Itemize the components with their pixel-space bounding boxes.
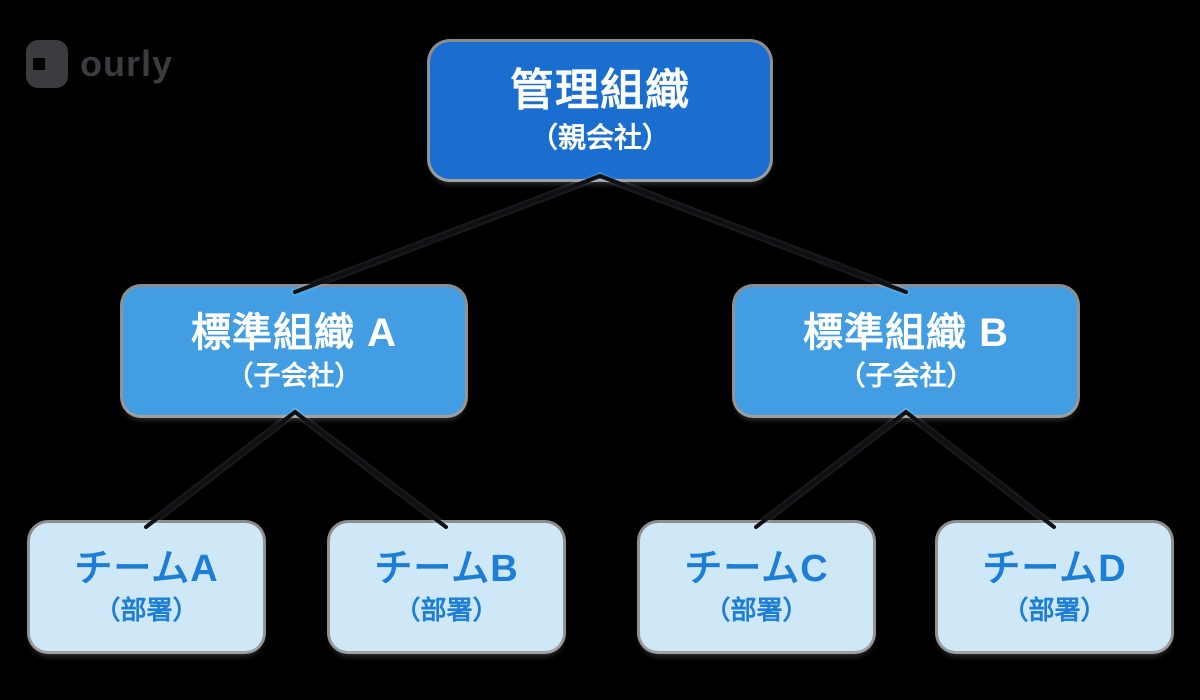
org-node-title: 標準組織 B xyxy=(803,310,1009,355)
org-node-title: チームB xyxy=(374,547,519,590)
org-node-subtitle: （子会社） xyxy=(838,360,974,391)
org-node-team-c: チームC （部署） xyxy=(640,523,873,651)
org-node-subtitle: （部署） xyxy=(1002,595,1107,626)
brand-logo-text: ourly xyxy=(80,43,174,84)
org-node-title: 管理組織 xyxy=(510,66,690,116)
org-node-title: チームA xyxy=(74,547,219,590)
org-node-subtitle: （子会社） xyxy=(226,360,362,391)
org-node-title: チームD xyxy=(982,547,1127,590)
brand-logo-icon-hole xyxy=(33,58,45,70)
org-node-subtitle: （部署） xyxy=(704,595,809,626)
brand-logo-icon xyxy=(26,40,68,88)
org-node-title: チームC xyxy=(684,547,829,590)
org-node-standard-b: 標準組織 B （子会社） xyxy=(735,287,1077,415)
org-node-standard-a: 標準組織 A （子会社） xyxy=(123,287,465,415)
org-node-subtitle: （部署） xyxy=(94,595,199,626)
org-node-root: 管理組織 （親会社） xyxy=(430,42,770,179)
brand-logo: ourly xyxy=(26,40,173,88)
org-node-team-a: チームA （部署） xyxy=(30,523,263,651)
org-node-team-b: チームB （部署） xyxy=(330,523,563,651)
org-node-subtitle: （親会社） xyxy=(529,122,670,153)
org-node-title: 標準組織 A xyxy=(191,310,397,355)
org-node-team-d: チームD （部署） xyxy=(938,523,1171,651)
org-node-subtitle: （部署） xyxy=(394,595,499,626)
